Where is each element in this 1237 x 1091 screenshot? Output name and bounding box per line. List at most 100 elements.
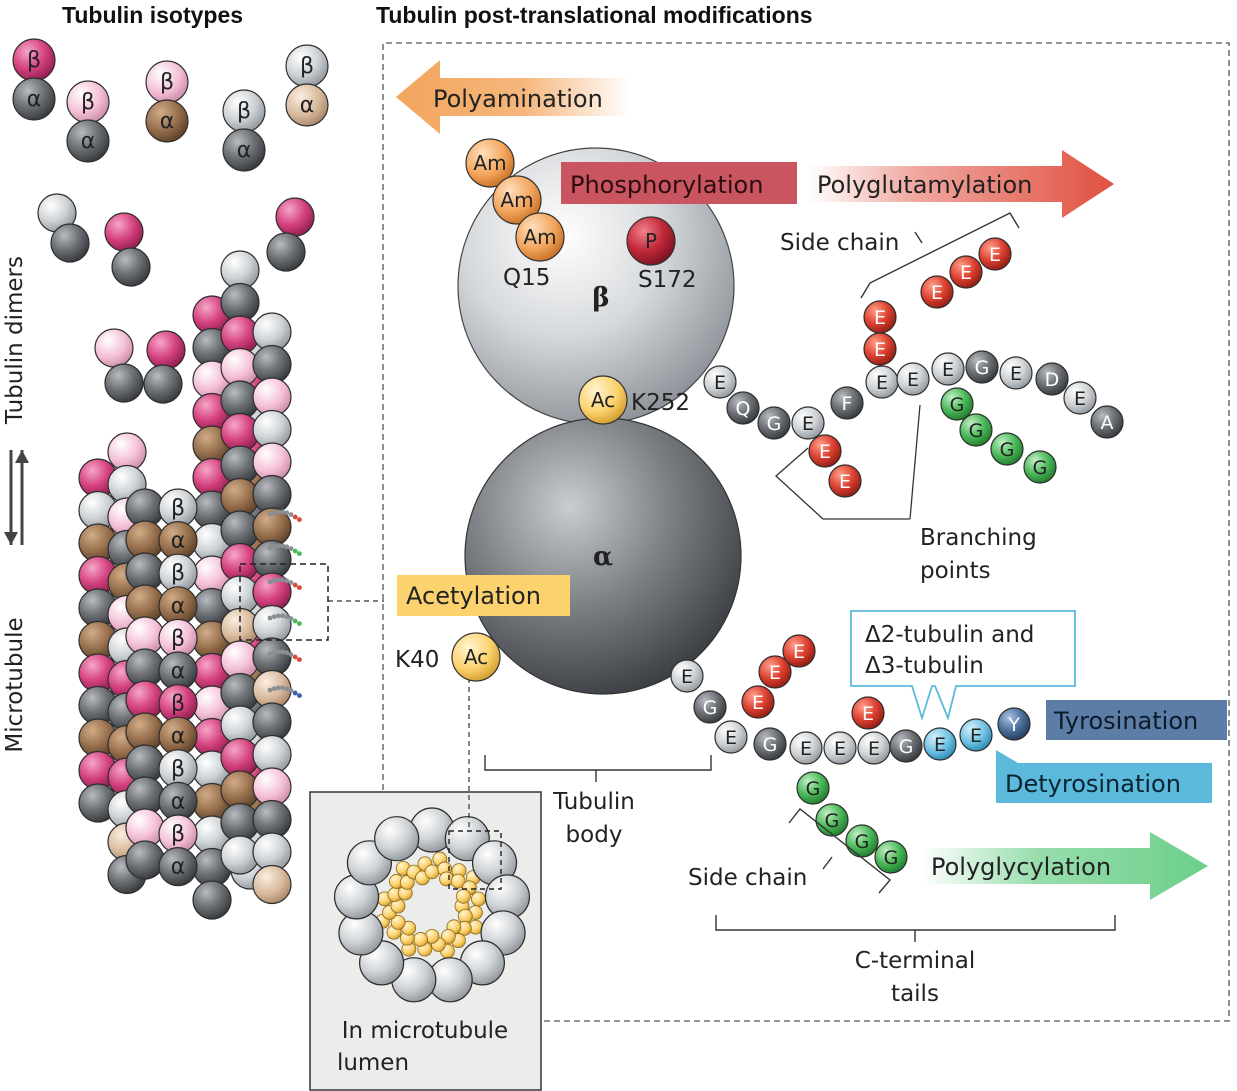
p-site: P [645,229,657,253]
mini-tail-residue [288,688,294,694]
residue-letter: β [171,757,185,782]
microtubule-lattice [78,250,292,920]
alpha-glu-residue [741,685,775,719]
mini-tail-residue [267,651,273,657]
isotype-alpha [66,119,110,163]
residue-letter: Q [736,398,751,420]
residue-letter: G [855,831,870,853]
residue-letter: α [171,529,186,554]
ctt-label-line2: tails [891,981,939,1007]
residue-letter: E [714,372,726,394]
residue-letter: G [763,734,778,756]
delta-label-line1: Δ2-tubulin and [865,622,1034,648]
lumen-acetyl-dot [455,888,471,904]
residue-letter: α [27,87,42,112]
subunit-pink-dark [275,197,315,237]
residue-letter: G [825,810,840,832]
beta-gly-residue [959,413,993,447]
subunit-grey-dark [50,223,90,263]
mini-tail-residue [288,652,294,658]
residue-letter: E [752,692,764,714]
mini-tail-residue [284,686,290,692]
tyrosination-label: Tyrosination [1053,707,1198,735]
residue-letter: α [171,724,186,749]
residue-letter: G [1033,457,1048,479]
acetyl-site-k252 [578,375,628,425]
alpha-tail-residue [959,718,993,752]
am-site-2: Am [500,188,533,212]
isotype-alpha [222,128,266,172]
residue-letter: A [1101,412,1114,434]
residue-letter: G [806,778,821,800]
beta-branch-glu [808,434,842,468]
beta-side-chain-bracket-tick [914,231,923,244]
beta-tail-residue [965,350,999,384]
residue-letter: E [970,725,982,747]
mini-tail-residue [280,649,285,655]
mini-tail-residue [280,685,285,691]
alpha-tail-residue [823,731,857,765]
residue-letter: E [907,369,919,391]
beta-side-chain-bracket [860,212,1020,299]
tyrosination-banner [1046,700,1227,740]
lumen-acetyl-dot [440,929,456,944]
residue-letter: α [300,93,315,118]
beta-gly-residue [940,387,974,421]
alpha-glu-residue [782,634,816,668]
alpha-tail-residue [753,727,787,761]
isotype-alpha [285,83,329,127]
residue-letter: E [1010,363,1022,385]
residue-letter: D [1045,369,1060,391]
mini-tail-residue [280,509,285,515]
subunit-pink-dark [104,212,144,252]
beta-gly-residue [1023,450,1057,484]
delta-tubulin-callout [850,610,1076,722]
polyglycylation-label: Polyglycylation [931,853,1111,881]
residue-letter: E [769,662,781,684]
delta-label-line2: Δ3-tubulin [865,653,984,679]
alpha-tail-residue [889,729,923,763]
am-site-1: Am [473,151,506,175]
acetylation-banner [397,575,570,616]
subunit-grey-dark [104,363,144,403]
equilibrium-arrows-icon [4,450,29,545]
residue-letter: E [934,734,946,756]
beta-branch-glu [828,464,862,498]
residue-letter: G [899,736,914,758]
polyglutamylation-arrow [808,150,1114,218]
residue-letter: E [874,339,886,361]
mini-tail-residue [267,687,273,693]
beta-tail-residue [1063,381,1097,415]
alpha-symbol: α [593,542,613,572]
k252-label: K252 [631,390,690,416]
beta-side-chain-label: Side chain [780,230,899,256]
mini-tail-residue [276,577,281,583]
alpha-tail-residue [714,720,748,754]
residue-letter: G [975,357,990,379]
subunit-grey-dark [111,247,151,287]
residue-letter: G [1000,439,1015,461]
branching-label-line2: points [920,558,991,584]
tubulin-body-line2: body [566,822,623,848]
lumen-acetyl-dot [471,891,486,907]
beta-tail-residue [999,356,1033,390]
detyrosination-label: Detyrosination [1005,770,1181,798]
subunit-grey-dark [266,232,306,272]
protofilament-alpha [158,846,198,887]
beta-tail-residue [726,391,760,425]
residue-letter: E [868,738,880,760]
mini-tail-residue [284,614,290,620]
mini-tail-residue [267,615,273,621]
s172-label: S172 [638,267,697,293]
mini-tail-residue [267,511,273,517]
alpha-gly-residue [874,840,908,874]
mini-tail-residue [297,517,302,523]
residue-letter: β [81,90,95,115]
lumen-acetyl-dot [390,914,406,930]
mini-tail-residue [297,621,302,627]
